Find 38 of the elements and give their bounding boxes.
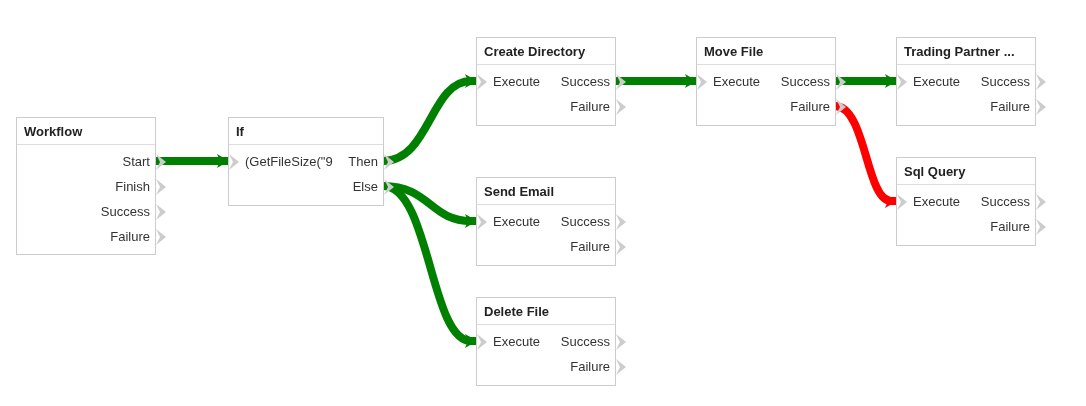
port-label: Failure — [570, 98, 610, 117]
port-label: Execute — [493, 73, 540, 92]
port-label: Success — [100, 203, 150, 222]
block-title: Create Directory — [477, 38, 615, 65]
port-label: Success — [560, 333, 610, 352]
port-label: Success — [980, 73, 1030, 92]
port-label: (GetFileSize("9 — [245, 153, 333, 172]
port-label: Success — [560, 73, 610, 92]
port-label: Execute — [713, 73, 760, 92]
block-title: Move File — [697, 38, 835, 65]
block-title: Delete File — [477, 298, 615, 325]
block-title: Trading Partner ... — [897, 38, 1035, 65]
port-label: Failure — [570, 238, 610, 257]
port-label: Execute — [913, 193, 960, 212]
block-title: Workflow — [17, 118, 155, 145]
connector-arrow — [834, 102, 897, 208]
connector-arrow — [155, 154, 229, 168]
port-label: Failure — [790, 98, 830, 117]
port-label: Start — [122, 153, 150, 172]
block-title: Sql Query — [897, 158, 1035, 185]
port-label: Failure — [110, 228, 150, 247]
connector-arrow — [382, 74, 477, 165]
port-label: Finish — [115, 178, 150, 197]
port-label: Failure — [990, 218, 1030, 237]
port-label: Success — [560, 213, 610, 232]
block-title: If — [229, 118, 383, 145]
connector-arrow — [835, 74, 897, 88]
port-label: Execute — [493, 213, 540, 232]
connector-arrow — [615, 74, 697, 88]
port-label: Success — [980, 193, 1030, 212]
port-label: Then — [348, 153, 378, 172]
port-label: Failure — [990, 98, 1030, 117]
port-label: Execute — [493, 333, 540, 352]
port-label: Else — [352, 178, 378, 197]
block-title: Send Email — [477, 178, 615, 205]
port-label: Failure — [570, 358, 610, 377]
port-label: Success — [780, 73, 830, 92]
port-label: Execute — [913, 73, 960, 92]
